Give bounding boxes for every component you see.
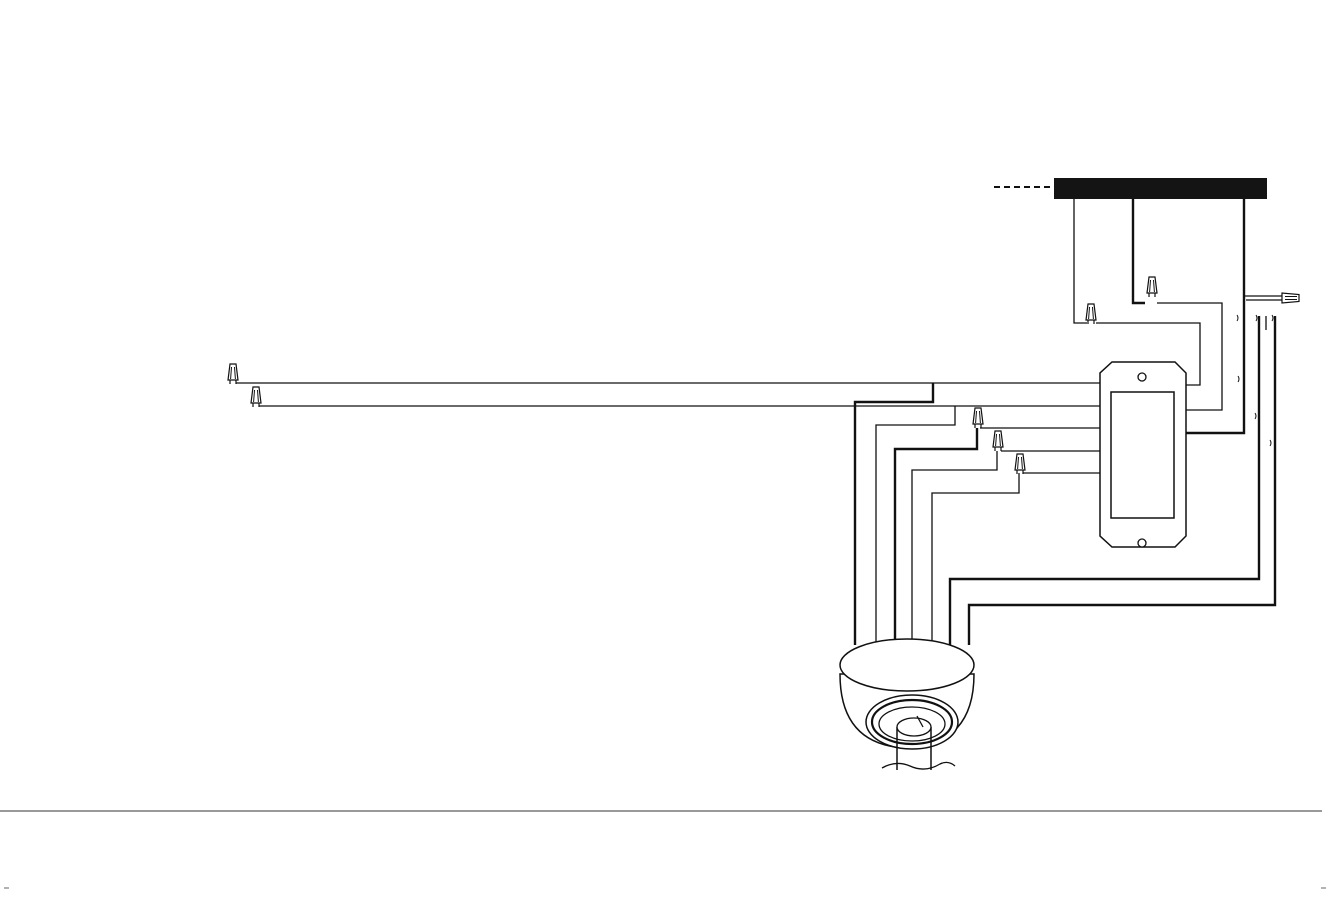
downrod-break xyxy=(882,762,955,769)
downrod-top xyxy=(897,718,931,736)
wire-nut-3 xyxy=(228,364,238,384)
plate-screw-top xyxy=(1138,373,1146,381)
supply-ground-wire xyxy=(1186,199,1244,433)
wire-nut-4 xyxy=(251,387,261,407)
wire-nut-2 xyxy=(1147,277,1157,297)
power-supply xyxy=(994,178,1267,199)
fan-wire-5-to-canopy xyxy=(932,473,1019,645)
supply-hot-wire xyxy=(1133,199,1145,303)
fan-wire-2-to-canopy xyxy=(876,406,955,645)
fan-wire-3-to-canopy xyxy=(895,428,977,645)
wire-twist-marks xyxy=(1237,315,1273,446)
wire-nut-connectors xyxy=(228,277,1157,474)
control-rocker xyxy=(1111,392,1174,518)
canopy-rim xyxy=(840,639,974,691)
ground-connector xyxy=(1282,293,1299,303)
wire-nut-5 xyxy=(973,408,983,428)
fan-wire-4-to-canopy xyxy=(912,451,997,645)
power-supply-bar xyxy=(1054,178,1267,199)
wire-nut-7 xyxy=(1015,454,1025,474)
supply-neutral-wire xyxy=(1074,199,1087,323)
wall-control-plate xyxy=(1100,362,1186,547)
wire-nut-1 xyxy=(1086,304,1096,324)
wire-nut-6 xyxy=(993,431,1003,451)
plate-screw-bottom xyxy=(1138,539,1146,547)
